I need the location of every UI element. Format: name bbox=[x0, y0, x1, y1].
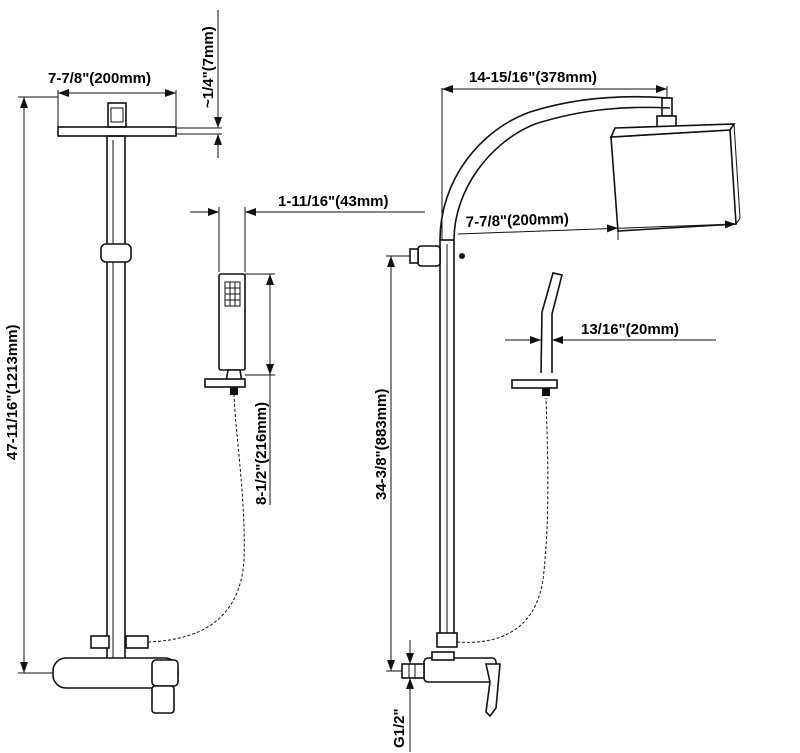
arrow-side-head-right bbox=[724, 220, 736, 229]
front-head-connector-inner bbox=[110, 107, 124, 123]
side-hose bbox=[456, 397, 549, 643]
arrow-total-top bbox=[20, 97, 28, 108]
side-handheld-holder bbox=[511, 379, 558, 389]
arrow-side-width-left bbox=[530, 336, 541, 344]
front-hose-bracket bbox=[90, 635, 110, 649]
dim-rail-height: 34-3/8"(883mm) bbox=[373, 389, 390, 500]
side-rain-head-corner bbox=[735, 217, 741, 225]
side-mixer-lever bbox=[485, 663, 501, 718]
front-mixer-cap bbox=[151, 659, 179, 687]
dim-handheld-width: 1-11/16"(43mm) bbox=[278, 193, 389, 210]
arrow-head-width-left bbox=[58, 89, 69, 97]
front-head-connector bbox=[107, 102, 127, 128]
side-arm-inner bbox=[453, 106, 671, 241]
arrow-thickness-top bbox=[214, 117, 222, 128]
front-hose-connector bbox=[230, 387, 238, 395]
side-slider-knob bbox=[417, 245, 441, 267]
front-handheld-holder bbox=[204, 378, 246, 388]
arrow-rail-height-bottom bbox=[387, 660, 395, 671]
arrow-side-width-right bbox=[552, 336, 563, 344]
front-slider-holder bbox=[100, 243, 132, 263]
dim-head-width-right: 7-7/8"(200mm) bbox=[466, 210, 570, 231]
arrow-total-bottom bbox=[20, 662, 28, 673]
side-hose-connector bbox=[542, 388, 550, 396]
front-mixer-handle bbox=[151, 685, 175, 714]
front-hose bbox=[147, 394, 245, 643]
arrow-handheld-length-top bbox=[266, 274, 274, 285]
dim-handheld-side-width: 13/16"(20mm) bbox=[581, 321, 679, 338]
front-riser-pipe bbox=[106, 135, 126, 662]
side-slider-pin bbox=[459, 253, 465, 259]
arrow-inlet-top bbox=[406, 653, 414, 664]
arrow-rail-height-top bbox=[387, 256, 395, 267]
side-inlet-fitting bbox=[401, 663, 425, 679]
dim-head-thickness: ~1/4"(7mm) bbox=[200, 26, 217, 108]
arrow-side-head-left bbox=[606, 224, 618, 233]
side-slider-knob-cap bbox=[409, 248, 419, 264]
side-handheld-shower bbox=[540, 272, 563, 374]
front-handheld-nozzle-grid bbox=[225, 282, 240, 306]
dim-arm-reach: 14-15/16"(378mm) bbox=[469, 69, 597, 86]
dim-inlet-thread: G1/2" bbox=[391, 708, 408, 748]
arrow-inlet-bottom bbox=[406, 678, 414, 689]
side-rain-head bbox=[610, 129, 737, 232]
arrow-head-width-right bbox=[165, 89, 176, 97]
arrow-arm-reach-right bbox=[656, 85, 667, 93]
front-view: 47-11/16"(1213mm) 7-7/8"(200mm) ~1/4"(7m… bbox=[4, 10, 425, 714]
side-rain-head-edge bbox=[733, 123, 741, 219]
dim-line-side-head-width bbox=[457, 223, 737, 235]
arrow-thickness-bottom bbox=[214, 134, 222, 145]
front-hose-nut bbox=[125, 635, 149, 649]
arrow-arm-reach-left bbox=[442, 85, 453, 93]
side-mixer-body bbox=[423, 657, 497, 683]
dim-handheld-length: 8-1/2"(216mm) bbox=[253, 402, 270, 505]
side-view: 14-15/16"(378mm) 7-7/8"(200mm) 13/16"(20… bbox=[373, 69, 741, 752]
side-mixer-collar bbox=[431, 651, 455, 661]
dim-total-height: 47-11/16"(1213mm) bbox=[4, 324, 21, 460]
side-riser-bracket bbox=[436, 632, 458, 648]
side-arm-outer bbox=[439, 95, 671, 241]
arrow-handheld-width-right bbox=[245, 208, 256, 216]
arrow-handheld-width-left bbox=[208, 208, 219, 216]
front-rain-head bbox=[57, 126, 177, 137]
arrow-handheld-length-bottom bbox=[266, 364, 274, 375]
dim-head-width-left: 7-7/8"(200mm) bbox=[48, 70, 151, 87]
